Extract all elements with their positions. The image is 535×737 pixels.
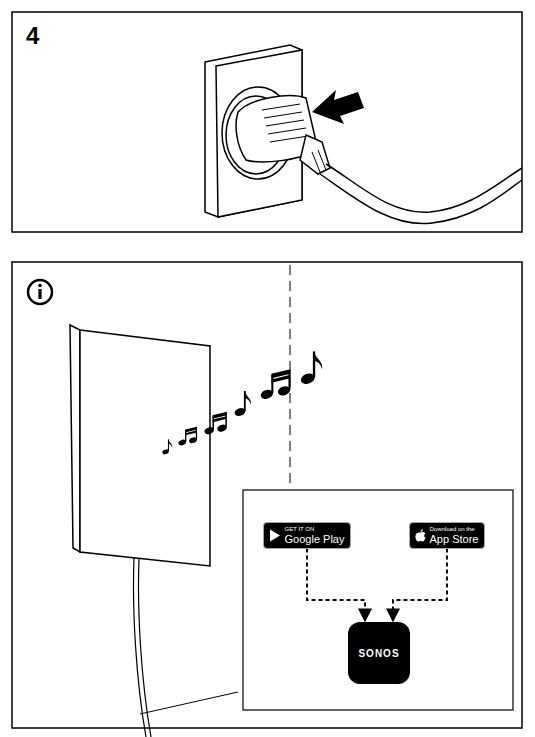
music-note (204, 412, 228, 436)
info-icon (28, 280, 52, 304)
strain-relief (300, 135, 330, 174)
cord-edge (326, 164, 522, 212)
music-note (162, 439, 173, 455)
plug-grip (262, 104, 308, 142)
app-name: SONOS (358, 648, 399, 659)
frame-side (70, 325, 80, 552)
music-note (234, 391, 252, 417)
apple-logo (415, 529, 426, 542)
push-arrow (312, 90, 364, 124)
download-arrow (393, 549, 447, 622)
info-circle (28, 280, 52, 304)
plug (236, 96, 330, 174)
floor-line (140, 692, 238, 714)
panel-border (12, 262, 522, 728)
badge-store-name: App Store (430, 533, 479, 545)
badge-store-name: Google Play (285, 533, 345, 545)
speaker-cord (134, 558, 152, 737)
badge-caption: Download on the (430, 526, 479, 533)
store-badge: GET IT ONGoogle Play (263, 522, 352, 549)
frame-speaker (70, 325, 210, 566)
music-notes (162, 351, 323, 455)
download-arrow (307, 549, 365, 622)
panel-border (12, 12, 522, 232)
power-cord (320, 164, 522, 224)
badge-caption: GET IT ON (285, 526, 345, 533)
frame-front (80, 330, 210, 566)
app-box (243, 490, 513, 710)
music-note (259, 369, 291, 400)
music-note (178, 427, 198, 447)
info-dot (38, 284, 42, 288)
store-badge: Download on theApp Store (409, 522, 486, 549)
cord-edge (134, 558, 147, 737)
info-stem (38, 289, 41, 299)
strain-relief-rings (312, 150, 326, 172)
cord-edge (320, 174, 522, 224)
cord-edge (139, 559, 152, 737)
step-number: 4 (26, 22, 39, 50)
music-note (299, 351, 322, 385)
app-icon: SONOS (348, 622, 410, 684)
play-logo (269, 529, 281, 542)
